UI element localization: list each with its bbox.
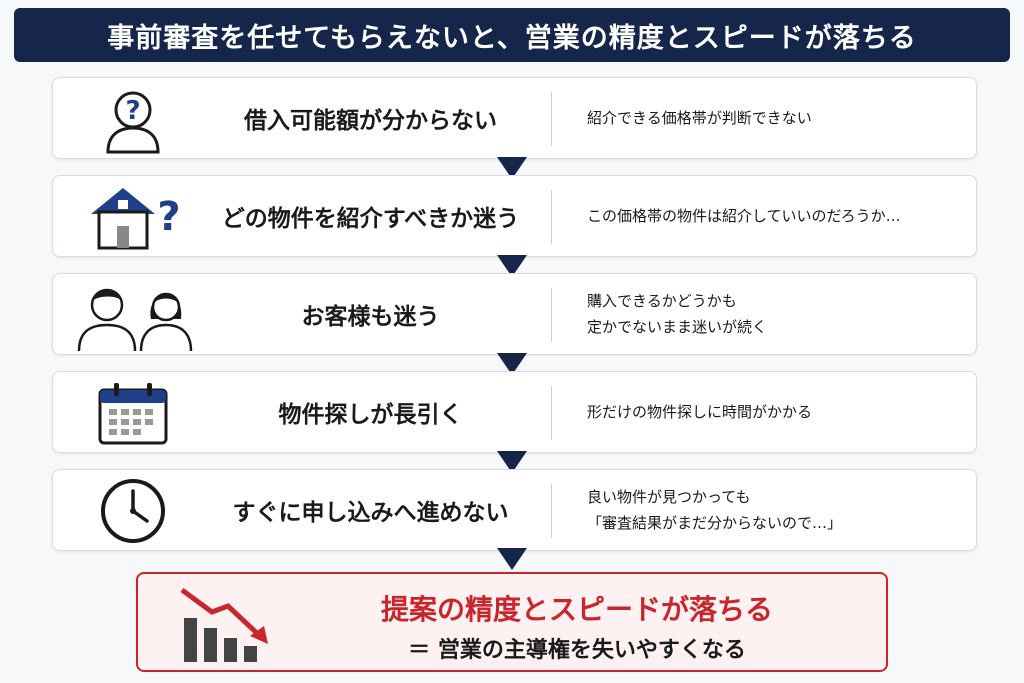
step-card-3: お客様も迷う 購入できるかどうかも 定かでないまま迷いが続く: [52, 273, 977, 355]
page-title: 事前審査を任せてもらえないと、営業の精度とスピードが落ちる: [107, 22, 917, 54]
step-description: 良い物件が見つかっても 「審査結果がまだ分からないので…」: [587, 470, 966, 550]
down-arrow-icon: [497, 353, 527, 375]
declining-chart-icon: [180, 587, 268, 662]
step-label: お客様も迷う: [301, 304, 440, 330]
step-card-5: すぐに申し込みへ進めない 良い物件が見つかっても 「審査結果がまだ分からないので…: [52, 469, 977, 551]
svg-text:?: ?: [157, 194, 180, 240]
step-description-line: 良い物件が見つかっても: [587, 488, 751, 506]
step-description: 形だけの物件探しに時間がかかる: [587, 372, 966, 452]
step-description-line: この価格帯の物件は紹介していいのだろうか…: [587, 207, 901, 225]
clock-icon: [83, 476, 183, 546]
step-card-4: 物件探しが長引く 形だけの物件探しに時間がかかる: [52, 371, 977, 453]
svg-text:?: ?: [125, 96, 140, 126]
step-description-line: 購入できるかどうかも: [587, 292, 737, 310]
divider: [551, 190, 552, 244]
step-card-2: ? どの物件を紹介すべきか迷う この価格帯の物件は紹介していいのだろうか…: [52, 175, 977, 257]
result-subtitle: ＝ 営業の主導権を失いやすくなる: [408, 638, 746, 663]
step-description-line: 紹介できる価格帯が判断できない: [587, 109, 812, 127]
step-description-line: 「審査結果がまだ分からないので…」: [587, 514, 843, 532]
step-label: 借入可能額が分からない: [244, 108, 497, 134]
house-question-icon: ?: [83, 182, 183, 252]
divider: [551, 386, 552, 440]
down-arrow-icon: [497, 451, 527, 473]
step-description: 購入できるかどうかも 定かでないまま迷いが続く: [587, 274, 966, 354]
step-label: どの物件を紹介すべきか迷う: [221, 206, 520, 232]
result-box: 提案の精度とスピードが落ちる ＝ 営業の主導権を失いやすくなる: [136, 572, 888, 672]
step-label: すぐに申し込みへ進めない: [232, 500, 509, 526]
down-arrow-icon: [497, 255, 527, 277]
divider: [551, 484, 552, 538]
worried-couple-icon: [73, 280, 203, 351]
step-label: 物件探しが長引く: [278, 402, 463, 428]
down-arrow-icon: [497, 157, 527, 179]
divider: [551, 288, 552, 342]
divider: [551, 92, 552, 146]
calendar-icon: [83, 378, 183, 448]
step-description: この価格帯の物件は紹介していいのだろうか…: [587, 176, 966, 256]
step-description-line: 定かでないまま迷いが続く: [587, 318, 768, 336]
step-card-1: ? 借入可能額が分からない 紹介できる価格帯が判断できない: [52, 77, 977, 159]
down-arrow-icon: [497, 548, 527, 570]
step-description: 紹介できる価格帯が判断できない: [587, 78, 966, 158]
step-description-line: 形だけの物件探しに時間がかかる: [587, 403, 813, 421]
page-title-banner: 事前審査を任せてもらえないと、営業の精度とスピードが落ちる: [14, 8, 1010, 62]
result-title: 提案の精度とスピードが落ちる: [380, 593, 773, 626]
question-person-icon: ?: [83, 84, 183, 154]
